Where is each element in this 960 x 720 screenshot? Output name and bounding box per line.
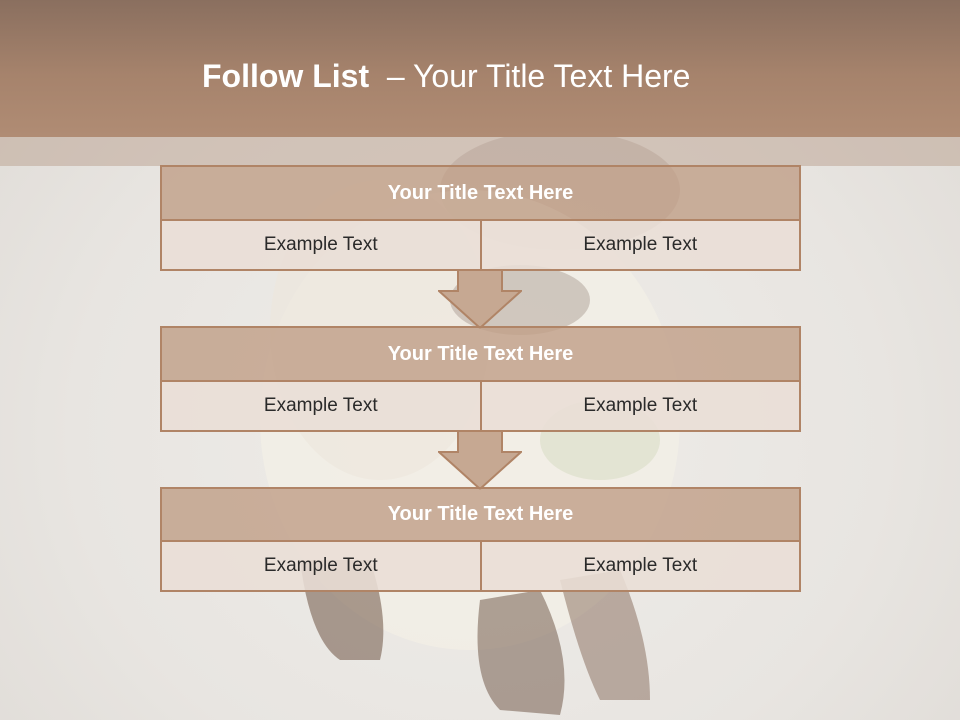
block-title: Your Title Text Here — [160, 326, 801, 382]
block-cell-right: Example Text — [481, 221, 801, 271]
block-title: Your Title Text Here — [160, 165, 801, 221]
block-cell-right: Example Text — [481, 542, 801, 592]
block-row: Example Text Example Text — [160, 382, 801, 432]
down-arrow-icon — [438, 430, 522, 490]
header-band — [0, 0, 960, 137]
slide-title-rest: – Your Title Text Here — [369, 58, 691, 94]
slide-title: Follow List – Your Title Text Here — [202, 56, 690, 96]
header-strip — [0, 137, 960, 166]
block-row: Example Text Example Text — [160, 542, 801, 592]
block-title: Your Title Text Here — [160, 487, 801, 542]
block-cell-left: Example Text — [160, 382, 482, 432]
list-block-1: Your Title Text Here Example Text Exampl… — [160, 165, 801, 271]
down-arrow-icon — [438, 269, 522, 329]
block-cell-left: Example Text — [160, 542, 482, 592]
block-row: Example Text Example Text — [160, 221, 801, 271]
slide-title-bold: Follow List — [202, 58, 370, 94]
block-cell-left: Example Text — [160, 221, 482, 271]
list-block-2: Your Title Text Here Example Text Exampl… — [160, 326, 801, 432]
block-cell-right: Example Text — [481, 382, 801, 432]
list-block-3: Your Title Text Here Example Text Exampl… — [160, 487, 801, 592]
